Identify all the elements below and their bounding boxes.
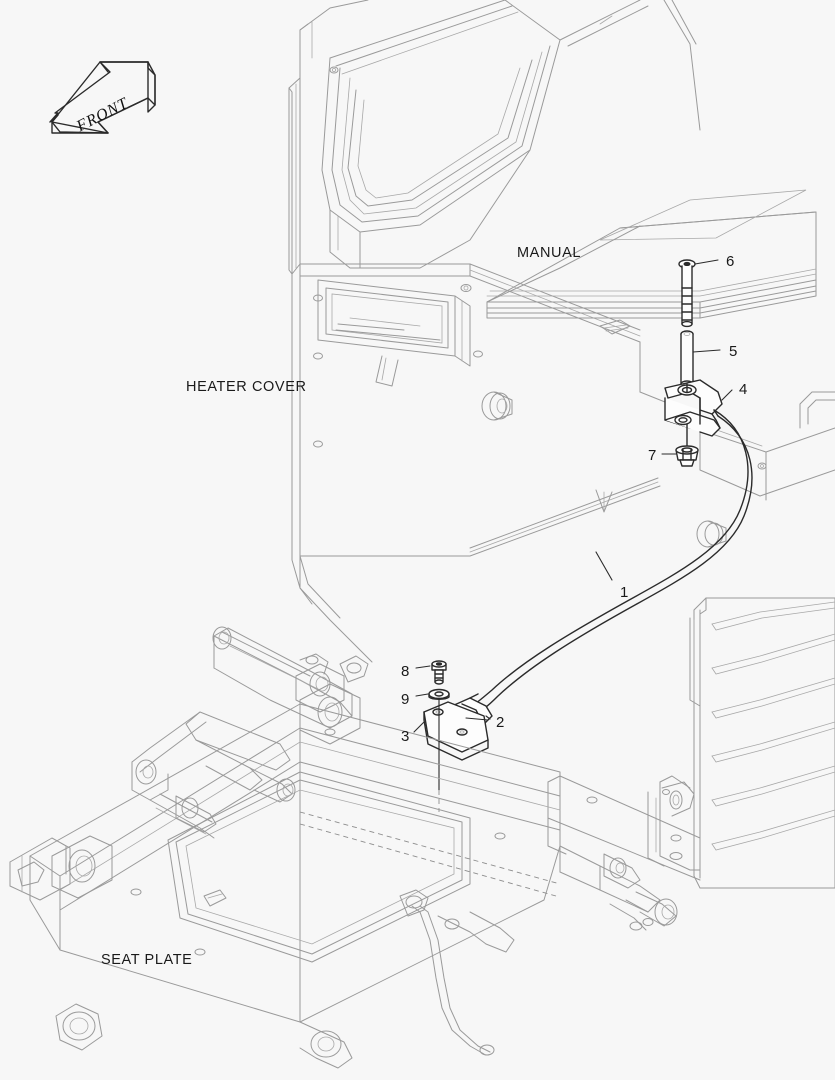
callout-6: 6: [726, 253, 735, 270]
hardware-bolt-6: [678, 259, 696, 328]
lock-nut-7: [675, 445, 699, 467]
callout-1: 1: [620, 584, 629, 601]
callout-9: 9: [401, 691, 410, 708]
heater-vent-opening: [317, 279, 471, 387]
heater-cover-panel: [291, 263, 727, 663]
u-clamp-4: [664, 379, 723, 453]
heater-knob: [481, 391, 513, 421]
hardware-sleeve-5: [680, 330, 694, 388]
label-manual: MANUAL: [517, 245, 582, 261]
manual-book: [486, 189, 817, 335]
label-seat-plate: SEAT PLATE: [101, 952, 193, 968]
callout-8: 8: [401, 663, 410, 680]
callout-2: 2: [496, 714, 505, 731]
callout-3: 3: [401, 728, 410, 745]
bolt-8: [431, 660, 447, 685]
callout-7: 7: [648, 447, 657, 464]
front-arrow-shape: [49, 61, 156, 134]
callout-5: 5: [729, 343, 738, 360]
control-cable-1: [463, 409, 753, 719]
mounting-bracket-3: [423, 701, 489, 761]
label-heater-cover: HEATER COVER: [186, 379, 307, 395]
cab-upper-structure: [288, 0, 701, 275]
seat-plate-assembly: [9, 626, 678, 1069]
leader-lines: [413, 259, 733, 733]
callout-4: 4: [739, 381, 748, 398]
